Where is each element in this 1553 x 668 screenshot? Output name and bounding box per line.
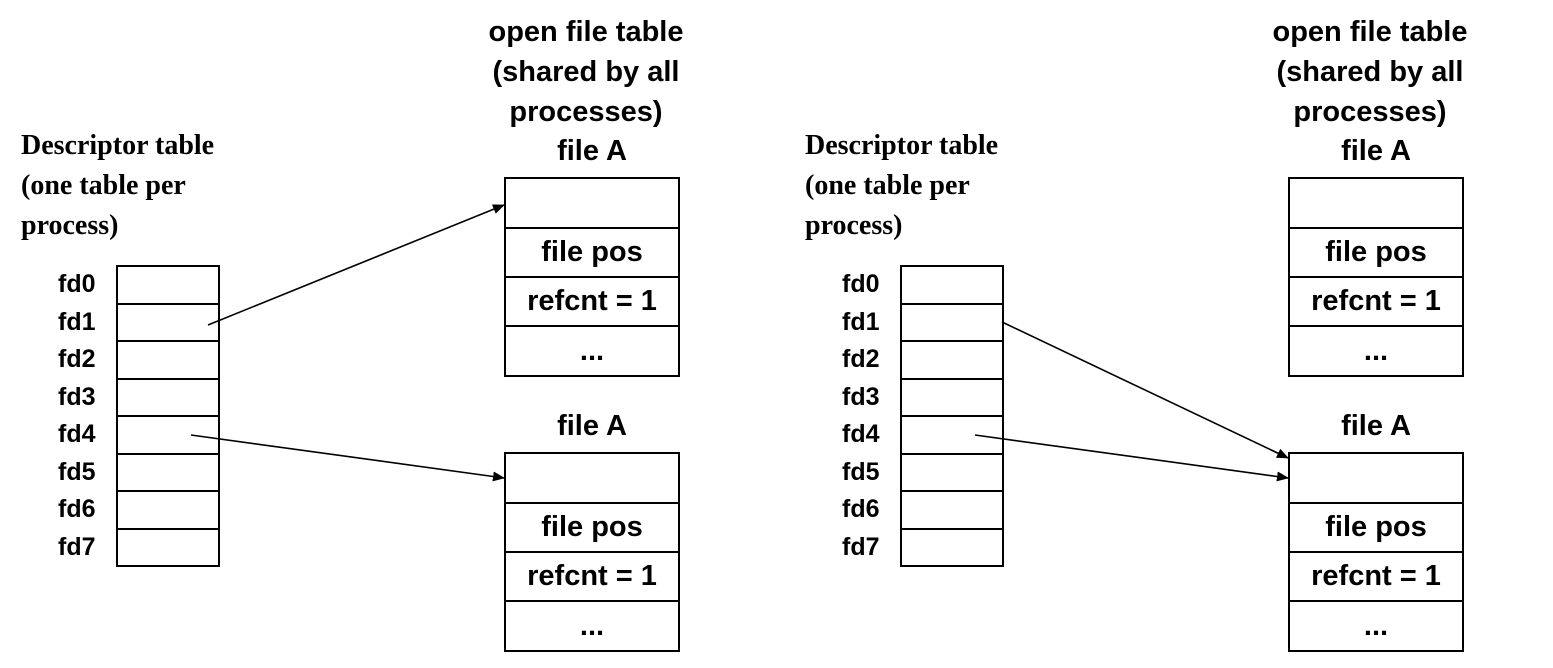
fd-label: fd6 xyxy=(842,495,880,523)
refcnt-cell: refcnt = 1 xyxy=(506,278,678,327)
descriptor-cell-fd5 xyxy=(902,455,1002,492)
file-entry-pointer-cell xyxy=(1290,179,1462,229)
fd-labels: fd0 fd1 fd2 fd3 fd4 fd5 fd6 fd7 xyxy=(58,266,108,566)
fd-label: fd7 xyxy=(58,532,96,561)
descriptor-cell-fd0 xyxy=(902,267,1002,305)
descriptor-cell-fd3 xyxy=(902,380,1002,417)
descriptor-cell-fd7 xyxy=(118,530,218,566)
descriptor-cell-fd1 xyxy=(902,305,1002,342)
descriptor-cell-fd4 xyxy=(902,417,1002,455)
fd4-to-file-a-arrow xyxy=(190,434,505,482)
descriptor-cell-fd5 xyxy=(118,455,218,492)
file-pos-cell: file pos xyxy=(1290,229,1462,278)
descriptor-table-title: Descriptor table (one table per process) xyxy=(805,130,999,241)
file-entry-table: file pos refcnt = 1 ... xyxy=(504,177,680,377)
ellipsis-cell: ... xyxy=(1363,610,1389,642)
fd1-to-file-a-arrow xyxy=(1001,321,1289,459)
file-entry-table: file pos refcnt = 1 ... xyxy=(1288,177,1464,377)
open-file-table-title: open file table (shared by all processes… xyxy=(1272,16,1468,128)
file-label: file A xyxy=(557,410,627,442)
fd-label: fd3 xyxy=(842,382,880,411)
ellipsis-cell: ... xyxy=(579,335,605,367)
file-label: file A xyxy=(557,135,627,167)
descriptor-cell-fd2 xyxy=(118,342,218,380)
fd-label: fd1 xyxy=(842,307,880,336)
descriptor-cell-fd2 xyxy=(902,342,1002,380)
fd-label: fd5 xyxy=(842,457,880,486)
left-panel: Descriptor table (one table per process)… xyxy=(21,16,684,652)
fd-label: fd5 xyxy=(58,457,96,486)
descriptor-cell-fd1 xyxy=(118,305,218,342)
fd-label: fd0 xyxy=(58,270,96,298)
refcnt-cell: refcnt = 1 xyxy=(1290,553,1462,602)
ellipsis-cell: ... xyxy=(579,610,605,642)
descriptor-cell-fd6 xyxy=(118,492,218,530)
file-pos-cell: file pos xyxy=(1290,504,1462,553)
right-panel: Descriptor table (one table per process)… xyxy=(784,0,1553,668)
file-entry-table: file pos refcnt = 1 ... xyxy=(504,452,680,652)
descriptor-cell-fd3 xyxy=(118,380,218,417)
descriptor-cell-fd0 xyxy=(118,267,218,305)
fd-label: fd0 xyxy=(842,270,880,298)
ellipsis-cell: ... xyxy=(1363,335,1389,367)
fd-label: fd3 xyxy=(58,382,96,411)
file-pos-cell: file pos xyxy=(506,229,678,278)
file-entry-pointer-cell xyxy=(506,179,678,229)
descriptor-cell-fd4 xyxy=(118,417,218,455)
fd-label: fd7 xyxy=(842,532,880,561)
descriptor-cell-fd7 xyxy=(902,530,1002,566)
file-entry-table: file pos refcnt = 1 ... xyxy=(1288,452,1464,652)
file-pos-cell: file pos xyxy=(506,504,678,553)
fd-label: fd2 xyxy=(842,345,880,373)
descriptor-cell-fd6 xyxy=(902,492,1002,530)
fd-label: fd6 xyxy=(58,495,96,523)
fd4-to-file-a-arrow xyxy=(974,434,1289,482)
fd1-to-file-a-arrow xyxy=(207,204,505,326)
fd-label: fd1 xyxy=(58,307,96,336)
open-file-table-title: open file table (shared by all processes… xyxy=(488,16,684,128)
refcnt-cell: refcnt = 1 xyxy=(506,553,678,602)
file-entry-pointer-cell xyxy=(1290,454,1462,504)
refcnt-cell: refcnt = 1 xyxy=(1290,278,1462,327)
descriptor-table-title: Descriptor table (one table per process) xyxy=(21,130,215,241)
file-label: file A xyxy=(1341,410,1411,442)
descriptor-table xyxy=(116,265,220,567)
file-label: file A xyxy=(1341,135,1411,167)
fd-label: fd4 xyxy=(842,420,880,448)
fd-label: fd4 xyxy=(58,420,96,448)
descriptor-table xyxy=(900,265,1004,567)
fd-labels: fd0 fd1 fd2 fd3 fd4 fd5 fd6 fd7 xyxy=(842,266,892,566)
file-entry-pointer-cell xyxy=(506,454,678,504)
fd-label: fd2 xyxy=(58,345,96,373)
